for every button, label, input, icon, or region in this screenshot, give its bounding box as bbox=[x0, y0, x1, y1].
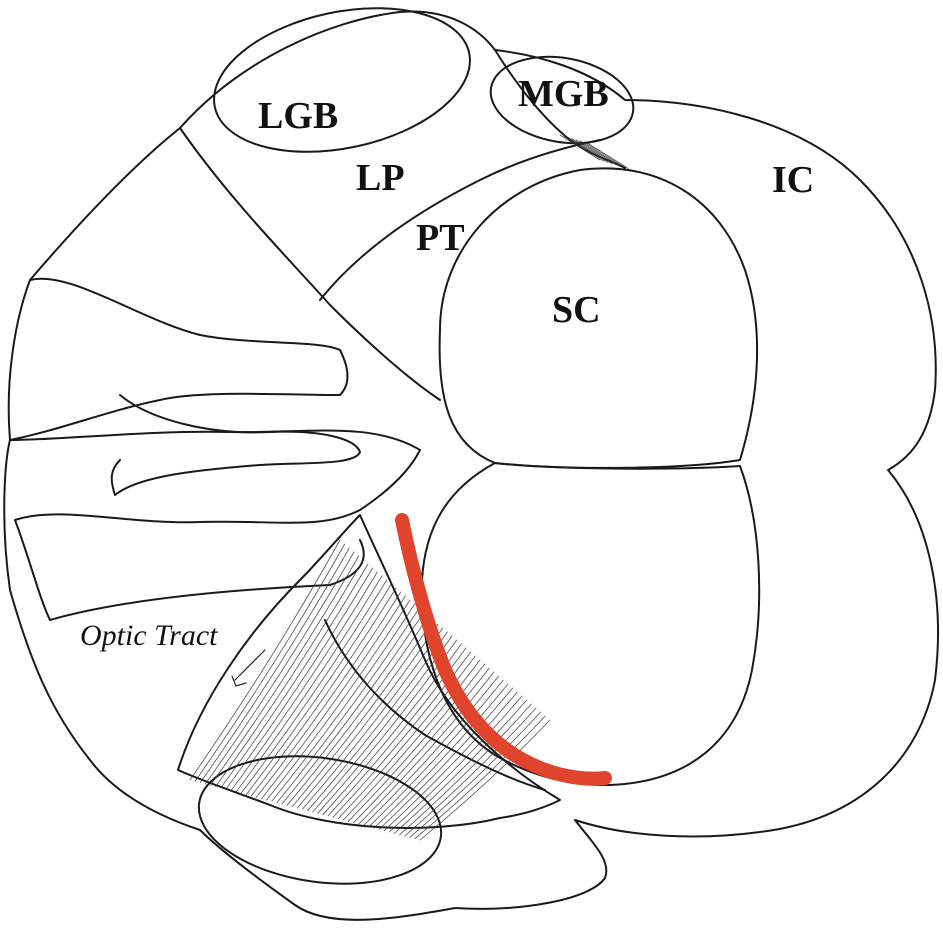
fiber-stroke bbox=[297, 624, 438, 808]
outer-outline bbox=[4, 12, 938, 920]
fiber-stroke bbox=[394, 700, 526, 833]
fiber-stroke bbox=[216, 560, 364, 787]
label-optic-tract: Optic Tract bbox=[80, 619, 218, 652]
label-ic: IC bbox=[772, 159, 814, 201]
lower-colliculus-region bbox=[422, 463, 759, 785]
shading-stroke bbox=[576, 140, 616, 165]
fiber-stroke bbox=[364, 676, 499, 825]
left-fold-lower bbox=[10, 430, 420, 522]
left-fold-upper bbox=[10, 279, 348, 440]
mgb-shading bbox=[560, 135, 628, 168]
fiber-stroke bbox=[292, 620, 433, 807]
left-fold-bottom bbox=[15, 520, 364, 620]
label-lgb: LGB bbox=[258, 95, 338, 137]
label-lp: LP bbox=[356, 157, 405, 199]
lgb-region bbox=[201, 0, 484, 174]
label-mgb: MGB bbox=[518, 73, 609, 115]
shading-stroke bbox=[580, 141, 620, 166]
fiber-stroke bbox=[241, 580, 387, 793]
left-fold-inner bbox=[112, 395, 360, 495]
optic-tract-pointer bbox=[235, 650, 265, 680]
optic-tract-pointer-head bbox=[232, 676, 246, 686]
shading-stroke bbox=[568, 137, 608, 162]
fiber-stroke bbox=[302, 628, 442, 809]
label-sc: SC bbox=[552, 289, 601, 331]
label-pt: PT bbox=[416, 217, 465, 259]
shading-stroke bbox=[584, 142, 624, 167]
fiber-stroke bbox=[374, 684, 508, 828]
fiber-stroke bbox=[267, 600, 410, 800]
